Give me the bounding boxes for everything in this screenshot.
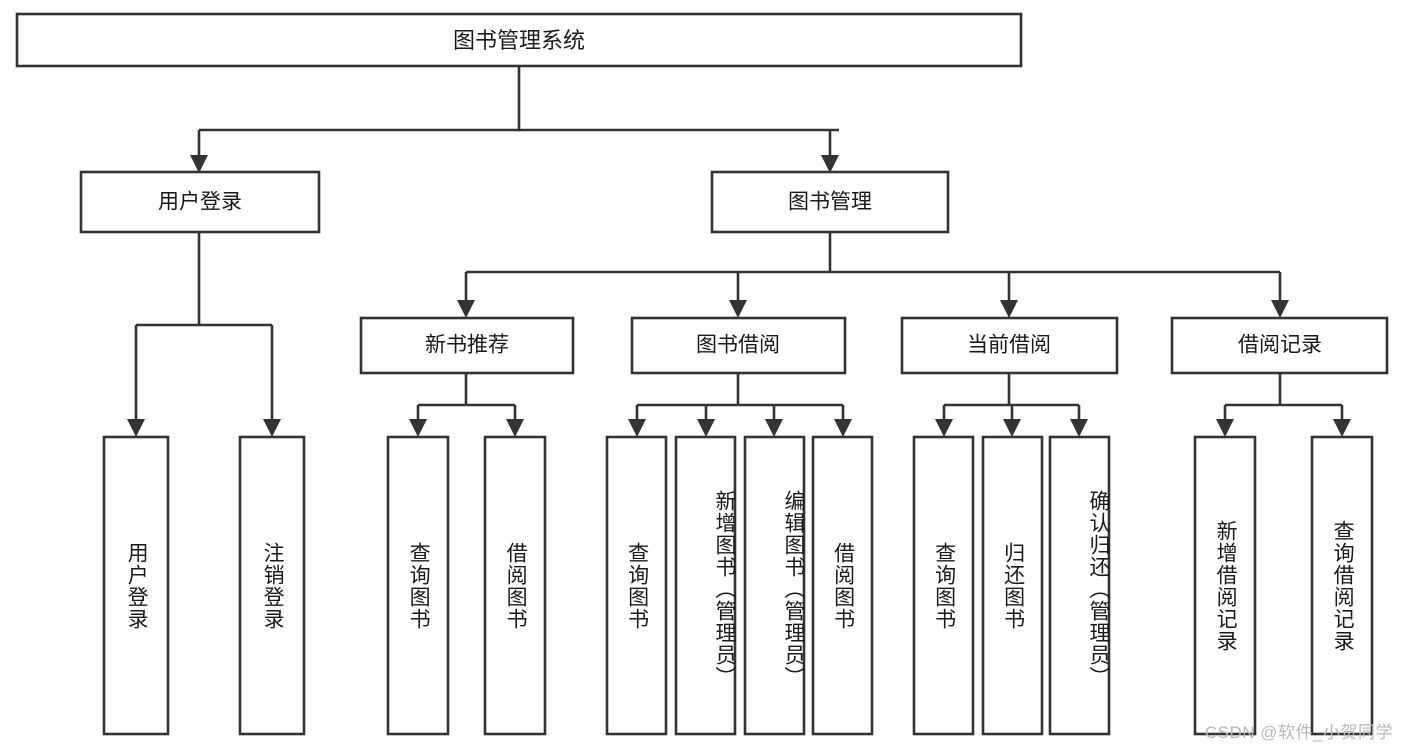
node-user-login-label: 用户登录 (158, 191, 242, 214)
arrow-head-user-login (190, 155, 208, 173)
node-new-book-recommend[interactable] (359, 316, 575, 375)
node-root-label: 图书管理系统 (453, 28, 585, 53)
arrow-head-nb-leaf2 (506, 419, 524, 437)
node-layer: 图书管理系统 用户登录 图书管理 新书推荐 图书借阅 当前借阅 借阅记录 (15, 12, 1389, 736)
arrow-head-cb-leaf2 (1003, 419, 1021, 437)
leaf-new-book-query[interactable] (386, 435, 450, 736)
leaf-book-borrow-edit[interactable] (743, 435, 806, 736)
arrow-head-current-borrow (1000, 300, 1018, 318)
arrow-head-bb-leaf2 (697, 419, 715, 437)
csdn-watermark: CSDN @软件_小贺同学 (1204, 723, 1393, 742)
leaf-current-borrow-confirm[interactable] (1048, 435, 1111, 736)
node-current-borrow[interactable] (900, 316, 1119, 375)
arrow-head-bb-leaf1 (628, 419, 646, 437)
connector-layer (127, 66, 1351, 437)
node-book-management[interactable] (710, 170, 950, 234)
node-user-login[interactable] (79, 170, 321, 234)
node-current-borrow-label: 当前借阅 (967, 334, 1051, 357)
leaf-new-book-borrow[interactable] (483, 435, 547, 736)
arrow-head-book-borrow (729, 300, 747, 318)
arrow-head-leaf-logout (263, 419, 281, 437)
node-root-book-management-system[interactable] (15, 12, 1023, 68)
arrow-head-bb-leaf4 (834, 419, 852, 437)
arrow-head-book-mgmt (821, 155, 839, 173)
arrow-head-br-leaf1 (1216, 419, 1234, 437)
arrow-head-borrow-record (1271, 300, 1289, 318)
node-borrow-record[interactable] (1170, 316, 1389, 375)
arrow-head-leaf-user-login (127, 419, 145, 437)
node-book-borrow[interactable] (630, 316, 847, 375)
leaf-current-borrow-query[interactable] (912, 435, 975, 736)
arrow-head-bb-leaf3 (765, 419, 783, 437)
arrow-head-nb-leaf1 (409, 419, 427, 437)
leaf-book-borrow-add[interactable] (674, 435, 737, 736)
arrow-head-cb-leaf3 (1070, 419, 1088, 437)
arrow-head-br-leaf2 (1333, 419, 1351, 437)
leaf-borrow-record-add[interactable] (1193, 435, 1257, 736)
leaf-borrow-record-query[interactable] (1310, 435, 1374, 736)
node-new-book-recommend-label: 新书推荐 (425, 334, 509, 357)
arrow-head-cb-leaf1 (935, 419, 953, 437)
node-book-borrow-label: 图书借阅 (696, 334, 780, 357)
leaf-current-borrow-return[interactable] (981, 435, 1044, 736)
leaf-book-borrow-borrow[interactable] (811, 435, 874, 736)
leaf-user-login-logout[interactable] (238, 435, 306, 736)
node-book-management-label: 图书管理 (788, 191, 872, 214)
node-borrow-record-label: 借阅记录 (1238, 334, 1322, 357)
leaf-user-login-login[interactable] (102, 435, 170, 736)
arrow-head-new-book (457, 300, 475, 318)
leaf-book-borrow-query[interactable] (605, 435, 668, 736)
